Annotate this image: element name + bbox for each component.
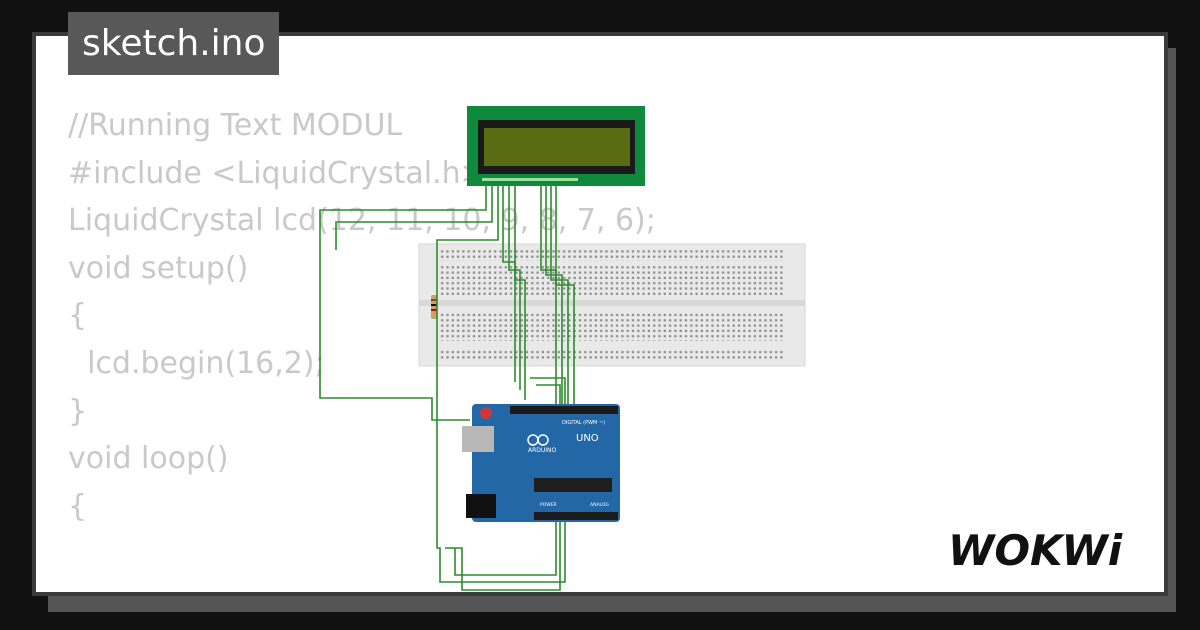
code-line: { (68, 298, 88, 334)
code-line: void setup() (68, 250, 249, 286)
analog-header-label: ANALOG (590, 502, 609, 508)
code-line: void loop() (68, 441, 229, 477)
breadboard (418, 243, 806, 367)
digital-header-label: DIGITAL (PWM ~) (562, 420, 605, 426)
board-brand-label: ARDUINO (528, 447, 557, 454)
board-model-label: UNO (576, 433, 599, 444)
wokwi-logo: WOKWi (948, 526, 1123, 575)
code-line: { (68, 488, 88, 524)
code-preview: //Running Text MODUL #include <LiquidCrys… (68, 102, 656, 530)
wires (319, 185, 575, 591)
resistor (431, 295, 437, 319)
code-line: } (68, 393, 88, 429)
code-line: lcd.begin(16,2); (68, 345, 325, 381)
code-line: //Running Text MODUL (68, 108, 403, 143)
arduino-uno: UNO ARDUINO DIGITAL (PWM ~) POWER ANALOG (462, 404, 620, 522)
code-line: #include <LiquidCrystal.h> (68, 155, 486, 191)
wokwi-logo-text: WOKWi (948, 526, 1123, 575)
power-header-label: POWER (540, 502, 557, 508)
code-line: LiquidCrystal lcd(12, 11, 10, 9, 8, 7, 6… (68, 203, 656, 239)
filename-tab[interactable]: sketch.ino (68, 12, 280, 75)
lcd-16x2 (467, 106, 645, 186)
